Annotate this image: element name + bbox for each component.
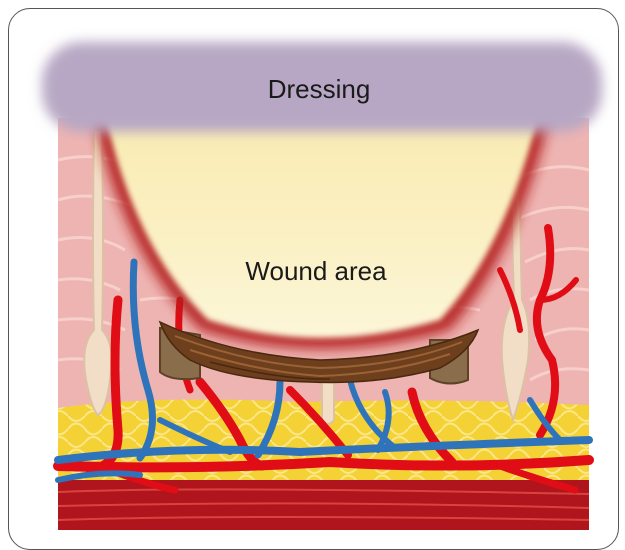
hair-follicle-mid xyxy=(322,380,334,424)
wound-area-label: Wound area xyxy=(245,256,386,287)
dressing-label: Dressing xyxy=(268,74,371,105)
muscle-layer xyxy=(58,480,589,530)
